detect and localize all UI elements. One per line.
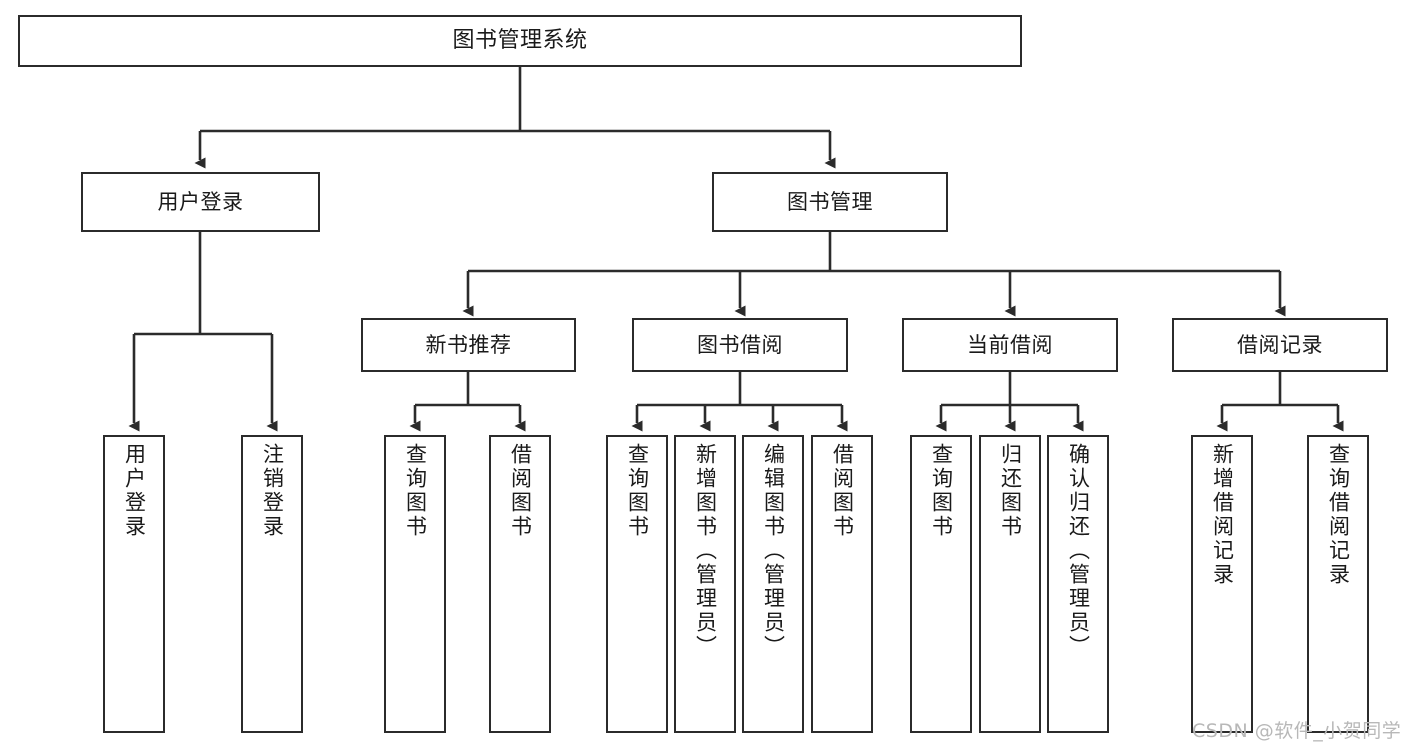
node-label: 注销登录 (260, 443, 285, 539)
leaf-book-borrow-edit-book-admin[interactable]: 编辑图书（管理员） (742, 435, 804, 733)
node-label: 借阅图书 (830, 443, 855, 539)
node-label: 新增图书（管理员） (693, 443, 718, 659)
node-label: 当前借阅 (967, 332, 1053, 357)
node-new-book-recommend[interactable]: 新书推荐 (361, 318, 576, 372)
node-label: 新增借阅记录 (1210, 443, 1235, 587)
leaf-borrow-record-add-record[interactable]: 新增借阅记录 (1191, 435, 1253, 733)
node-current-borrow[interactable]: 当前借阅 (902, 318, 1118, 372)
node-root-book-management-system[interactable]: 图书管理系统 (18, 15, 1022, 67)
leaf-current-borrow-return-book[interactable]: 归还图书 (979, 435, 1041, 733)
node-label: 编辑图书（管理员） (761, 443, 786, 659)
node-label: 借阅图书 (508, 443, 533, 539)
leaf-book-borrow-add-book-admin[interactable]: 新增图书（管理员） (674, 435, 736, 733)
leaf-new-book-borrow-book[interactable]: 借阅图书 (489, 435, 551, 733)
node-book-management[interactable]: 图书管理 (712, 172, 948, 232)
node-label: 查询借阅记录 (1326, 443, 1351, 587)
node-label: 借阅记录 (1237, 332, 1323, 357)
leaf-borrow-record-query-record[interactable]: 查询借阅记录 (1307, 435, 1369, 733)
leaf-new-book-query-book[interactable]: 查询图书 (384, 435, 446, 733)
node-label: 图书管理系统 (452, 28, 588, 54)
node-label: 图书管理 (787, 189, 873, 214)
node-label: 确认归还（管理员） (1066, 443, 1091, 659)
leaf-current-borrow-confirm-return-admin[interactable]: 确认归还（管理员） (1047, 435, 1109, 733)
node-borrow-record[interactable]: 借阅记录 (1172, 318, 1388, 372)
node-label: 查询图书 (625, 443, 650, 539)
node-label: 查询图书 (403, 443, 428, 539)
node-label: 图书借阅 (697, 332, 783, 357)
node-label: 归还图书 (998, 443, 1023, 539)
node-label: 用户登录 (122, 443, 147, 539)
node-book-borrow[interactable]: 图书借阅 (632, 318, 848, 372)
leaf-user-login-logout[interactable]: 注销登录 (241, 435, 303, 733)
node-label: 新书推荐 (425, 332, 512, 357)
node-label: 查询图书 (929, 443, 954, 539)
watermark-text: CSDN @软件_小贺同学 (1192, 720, 1402, 742)
leaf-user-login-login[interactable]: 用户登录 (103, 435, 165, 733)
leaf-current-borrow-query-book[interactable]: 查询图书 (910, 435, 972, 733)
leaf-book-borrow-query-book[interactable]: 查询图书 (606, 435, 668, 733)
node-user-login[interactable]: 用户登录 (81, 172, 320, 232)
node-label: 用户登录 (157, 189, 244, 214)
leaf-book-borrow-borrow-book[interactable]: 借阅图书 (811, 435, 873, 733)
